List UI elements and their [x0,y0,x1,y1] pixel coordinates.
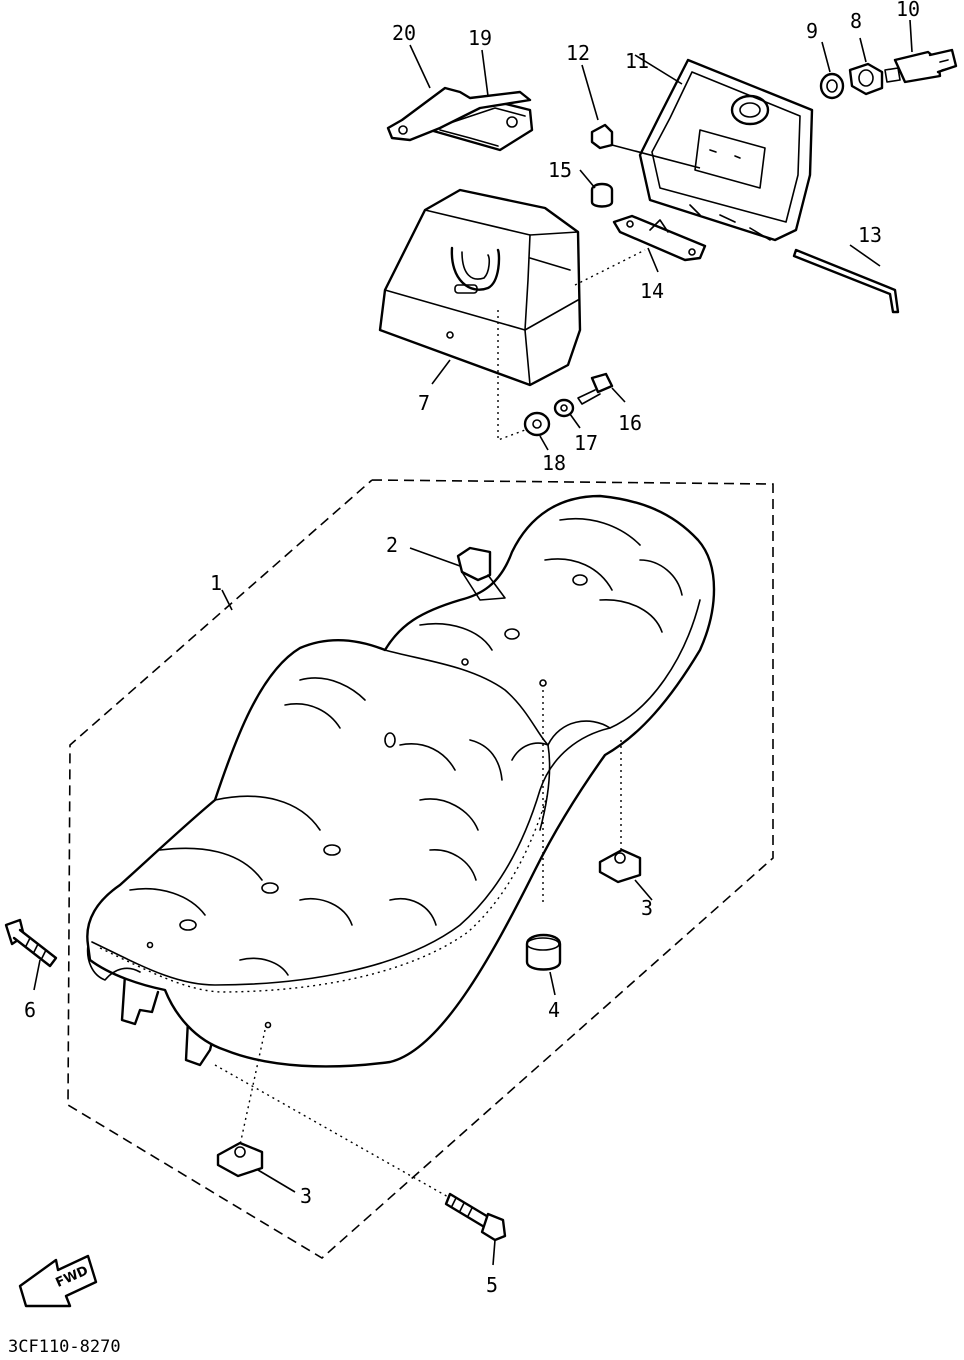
callout-17: 17 [574,431,598,455]
callout-4: 4 [548,998,560,1022]
callout-20: 20 [392,21,416,45]
callout-11: 11 [625,49,649,73]
callout-3-lower: 3 [300,1184,312,1208]
callout-12: 12 [566,41,590,65]
forward-direction-arrow: FWD [18,1254,98,1308]
callout-19: 19 [468,26,492,50]
rear-cover-part [378,188,582,387]
grommet-part [590,182,614,208]
callout-14: 14 [640,279,664,303]
callout-6: 6 [24,998,36,1022]
bracket-plate-part [612,214,707,262]
callout-7: 7 [418,391,430,415]
seat-assembly-boundary [67,479,774,1259]
lock-cylinder-part [884,48,958,84]
callout-5: 5 [486,1273,498,1297]
seat-part [86,494,716,1068]
damper-part [525,933,562,971]
callout-3-upper: 3 [641,896,653,920]
diagram-code: 3CF110-8270 [8,1337,121,1357]
hook-bracket-part [386,86,532,142]
callout-2: 2 [386,533,398,557]
nut-12-part [590,123,614,150]
nut-plate-lower-part [216,1141,264,1178]
callout-13: 13 [858,223,882,247]
bolt-left-part [4,918,58,968]
tail-cover-frame-part [638,58,814,242]
washer-9-part [819,72,845,100]
washer-17-part [553,398,575,418]
callout-9: 9 [806,19,818,43]
callout-15: 15 [548,158,572,182]
washer-18-part [523,411,551,437]
callout-10: 10 [896,0,920,21]
bolt-lower-part [214,1064,507,1242]
rod-part [792,248,900,314]
bolt-16-part [577,372,614,405]
callout-18: 18 [542,451,566,475]
callout-16: 16 [618,411,642,435]
nut-plate-upper-part [598,848,642,884]
callout-8: 8 [850,9,862,33]
lock-nut-part [848,62,884,96]
callout-1: 1 [210,571,222,595]
